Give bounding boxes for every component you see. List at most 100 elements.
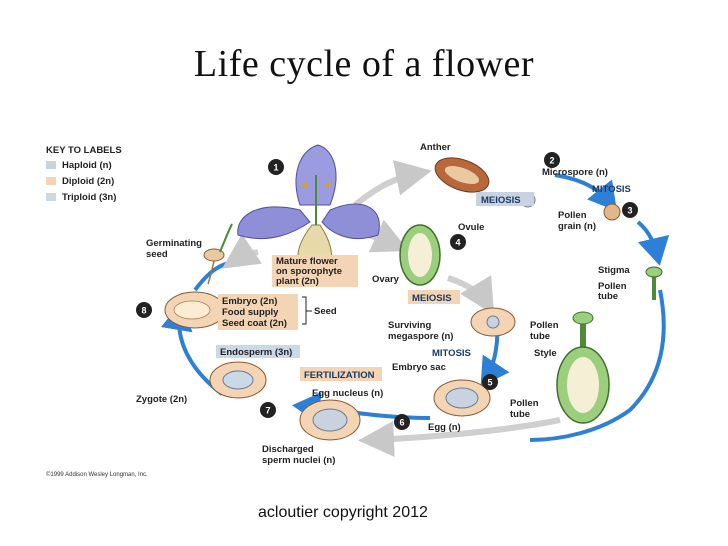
key-heading: KEY TO LABELS bbox=[46, 145, 122, 156]
label-surviving-1: Surviving bbox=[388, 320, 431, 331]
step-circle-1 bbox=[268, 159, 284, 175]
ovary-illustration bbox=[399, 224, 441, 286]
fertilization-label: FERTILIZATION bbox=[304, 370, 375, 381]
step-number-6: 6 bbox=[399, 418, 404, 428]
flower-petal-right bbox=[321, 203, 380, 240]
stigma-illustration bbox=[645, 266, 663, 300]
meiosis-box-2 bbox=[408, 290, 460, 304]
germinating-seed-illustration bbox=[203, 223, 233, 285]
step-number-7: 7 bbox=[265, 406, 270, 416]
step-circle-4 bbox=[450, 234, 466, 250]
seed-embryo bbox=[173, 300, 211, 320]
megaspore-cell bbox=[486, 315, 500, 329]
step-circle-5 bbox=[482, 374, 498, 390]
anther-illustration bbox=[434, 157, 490, 193]
label-germinating-2: seed bbox=[146, 249, 168, 260]
seed-bracket bbox=[302, 296, 312, 325]
flower-anther-dot-1 bbox=[302, 182, 308, 188]
germinating-shoot bbox=[219, 223, 233, 253]
gray-arrow-flower-to-anther bbox=[353, 160, 432, 208]
gray-arrow-style-to-egg bbox=[358, 417, 561, 458]
label-pollen-tube-b2: tube bbox=[530, 331, 550, 342]
key-triploid-swatch bbox=[46, 193, 56, 201]
footer-copyright: acloutier copyright 2012 bbox=[258, 504, 428, 521]
seed-parts-box bbox=[218, 294, 298, 330]
label-microspore: Microspore (n) bbox=[542, 167, 608, 178]
label-egg: Egg (n) bbox=[428, 422, 461, 433]
flower-petal-left bbox=[237, 206, 311, 240]
step-number-5: 5 bbox=[487, 378, 492, 388]
key-diploid-swatch bbox=[46, 177, 56, 185]
label-stigma: Stigma bbox=[598, 265, 630, 276]
key-to-labels: KEY TO LABELS Haploid (n) Diploid (2n) T… bbox=[46, 145, 122, 203]
label-seed: Seed bbox=[314, 306, 337, 317]
label-zygote: Zygote (2n) bbox=[136, 394, 187, 405]
label-egg-nucleus: Egg nucleus (n) bbox=[312, 388, 383, 399]
mitosis-label-1: MITOSIS bbox=[592, 184, 631, 195]
step-number-1: 1 bbox=[273, 163, 278, 173]
meiosis-label-2: MEIOSIS bbox=[412, 293, 452, 304]
flower-anther-dot-2 bbox=[325, 182, 331, 188]
label-mature-flower-3: plant (2n) bbox=[276, 276, 319, 287]
germinating-root bbox=[207, 260, 215, 285]
step-number-4: 4 bbox=[455, 238, 460, 248]
label-pollen-grain-1: Pollen bbox=[558, 210, 587, 221]
label-pollen-tube-a1: Pollen bbox=[598, 281, 627, 292]
key-triploid-label: Triploid (3n) bbox=[62, 192, 116, 203]
step-circle-8 bbox=[136, 302, 152, 318]
label-discharged-1: Discharged bbox=[262, 444, 314, 455]
gray-arrow-ovule-to-megaspore bbox=[447, 275, 495, 316]
pistil-illustration bbox=[556, 311, 610, 424]
label-ovary: Ovary bbox=[372, 274, 400, 285]
label-anther: Anther bbox=[420, 142, 451, 153]
label-embryo: Embryo (2n) bbox=[222, 296, 277, 307]
fertilization-embryo-sac bbox=[312, 408, 348, 432]
zygote-endosperm bbox=[222, 370, 254, 390]
label-food-supply: Food supply bbox=[222, 307, 279, 318]
pistil-ovary-inner bbox=[567, 357, 599, 413]
label-pollen-tube-a2: tube bbox=[598, 291, 618, 302]
step-circle-7 bbox=[260, 402, 276, 418]
step-number-2: 2 bbox=[549, 156, 554, 166]
key-diploid-label: Diploid (2n) bbox=[62, 176, 114, 187]
step-markers: 1 2 3 4 5 6 7 8 bbox=[136, 152, 638, 430]
label-mature-flower-1: Mature flower bbox=[276, 256, 338, 267]
step-circle-2 bbox=[544, 152, 560, 168]
label-pollen-tube-c1: Pollen bbox=[510, 398, 539, 409]
gray-arrow-flower-to-seedling bbox=[222, 233, 262, 269]
label-embryo-sac: Embryo sac bbox=[392, 362, 446, 373]
mature-flower-box bbox=[272, 255, 358, 287]
mature-flower-illustration bbox=[237, 144, 380, 272]
step-circle-3 bbox=[622, 202, 638, 218]
label-mature-flower-2: on sporophyte bbox=[276, 266, 342, 277]
diagram-labels: Anther Microspore (n) Pollen grain (n) M… bbox=[136, 142, 630, 466]
label-pollen-tube-c2: tube bbox=[510, 409, 530, 420]
label-discharged-2: sperm nuclei (n) bbox=[262, 455, 335, 466]
pistil-stigma bbox=[572, 311, 594, 325]
mitosis-label-2: MITOSIS bbox=[432, 348, 471, 359]
ovary-inner bbox=[408, 233, 432, 277]
label-pollen-tube-b1: Pollen bbox=[530, 320, 559, 331]
label-style: Style bbox=[534, 348, 557, 359]
fertilization-box bbox=[300, 367, 382, 381]
anther-inner bbox=[444, 165, 480, 185]
meiosis-box-1 bbox=[476, 192, 534, 206]
key-haploid-swatch bbox=[46, 161, 56, 169]
label-germinating-1: Germinating bbox=[146, 238, 202, 249]
step-circle-6 bbox=[394, 414, 410, 430]
label-pollen-grain-2: grain (n) bbox=[558, 221, 596, 232]
label-surviving-2: megaspore (n) bbox=[388, 331, 453, 342]
step-number-8: 8 bbox=[141, 306, 146, 316]
embryo-sac bbox=[445, 387, 479, 409]
stigma-top bbox=[645, 266, 663, 278]
meiosis-label-1: MEIOSIS bbox=[481, 195, 521, 206]
process-boxes: MEIOSIS MITOSIS MEIOSIS MITOSIS FERTILIZ… bbox=[300, 184, 631, 381]
copyright-credit: ©1999 Addison Wesley Longman, Inc. bbox=[46, 471, 148, 478]
pollen-grain-cell bbox=[603, 203, 621, 221]
endosperm-box bbox=[216, 345, 300, 358]
key-haploid-label: Haploid (n) bbox=[62, 160, 112, 171]
arrow-pollen-to-stigma bbox=[636, 220, 670, 266]
page-title: Life cycle of a flower bbox=[193, 43, 535, 85]
label-endosperm: Endosperm (3n) bbox=[220, 347, 292, 358]
